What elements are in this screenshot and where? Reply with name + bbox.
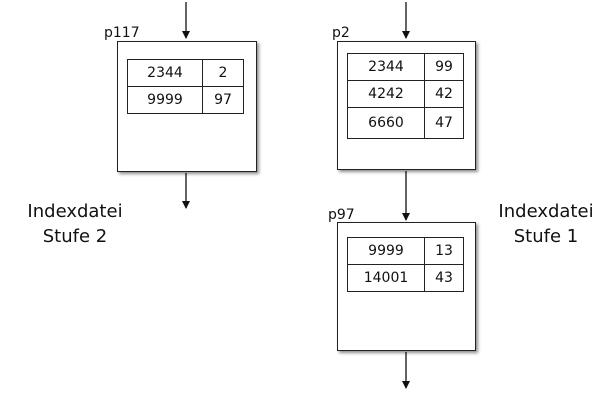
page-label-p2: p2 — [332, 25, 350, 41]
table-row: 14001 43 — [347, 264, 464, 292]
table-row: 2344 2 — [127, 59, 244, 87]
level-2-line2: Stufe 2 — [42, 226, 108, 247]
key-cell: 4242 — [347, 80, 425, 108]
pointer-cell: 99 — [424, 53, 464, 81]
key-cell: 9999 — [127, 86, 203, 114]
index-page-p117: 2344 2 9999 97 — [117, 41, 257, 172]
page-label-p97: p97 — [328, 207, 355, 223]
key-cell: 2344 — [347, 53, 425, 81]
page-label-p117: p117 — [104, 25, 140, 41]
key-cell: 9999 — [347, 237, 425, 265]
level-2-line1: Indexdatei — [27, 201, 123, 222]
entries-table-p2: 2344 99 4242 42 6660 47 — [347, 53, 464, 139]
entries-table-p117: 2344 2 9999 97 — [127, 59, 244, 114]
pointer-cell: 97 — [202, 86, 244, 114]
table-row: 4242 42 — [347, 80, 464, 108]
level-1-label: Indexdatei Stufe 1 — [491, 199, 601, 249]
level-1-line2: Stufe 1 — [513, 226, 579, 247]
level-1-line1: Indexdatei — [498, 201, 594, 222]
index-page-p97: 9999 13 14001 43 — [337, 222, 476, 351]
entries-table-p97: 9999 13 14001 43 — [347, 237, 464, 292]
table-row: 9999 13 — [347, 237, 464, 265]
pointer-cell: 2 — [202, 59, 244, 87]
level-2-label: Indexdatei Stufe 2 — [20, 199, 130, 249]
pointer-cell: 47 — [424, 107, 464, 139]
key-cell: 2344 — [127, 59, 203, 87]
key-cell: 6660 — [347, 107, 425, 139]
pointer-cell: 43 — [424, 264, 464, 292]
table-row: 2344 99 — [347, 53, 464, 81]
pointer-cell: 42 — [424, 80, 464, 108]
pointer-cell: 13 — [424, 237, 464, 265]
table-row: 9999 97 — [127, 86, 244, 114]
key-cell: 14001 — [347, 264, 425, 292]
index-page-p2: 2344 99 4242 42 6660 47 — [337, 41, 476, 170]
table-row: 6660 47 — [347, 107, 464, 139]
